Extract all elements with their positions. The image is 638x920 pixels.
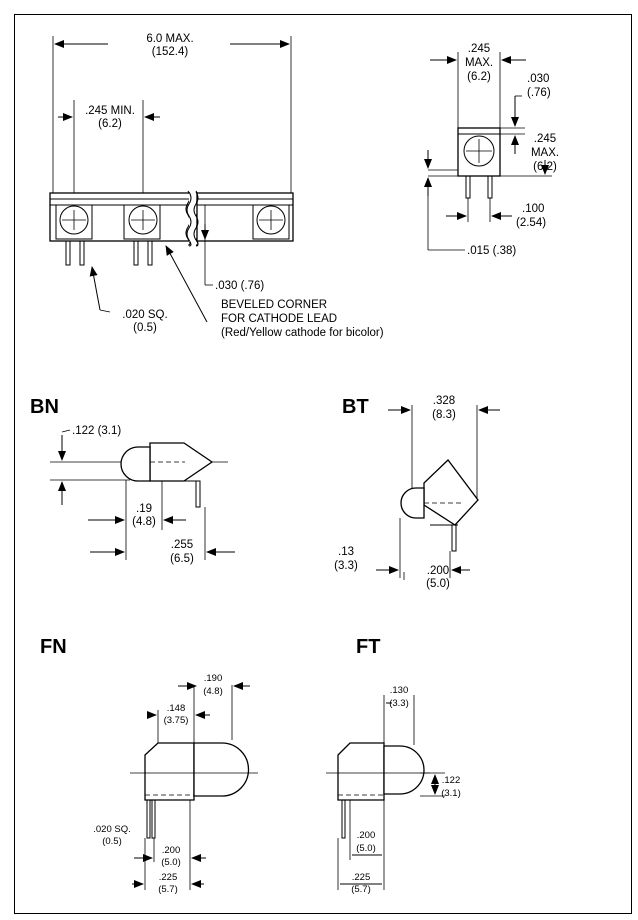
bt-dim3-mm-label: (5.0) <box>426 578 450 590</box>
fn-dim2-mm-label: (3.75) <box>164 715 189 726</box>
lead-size-label: .020 SQ. <box>122 309 167 321</box>
fn-dim3-mm-label: (5.0) <box>161 857 181 868</box>
bn-dim2-label: .255 <box>171 539 193 551</box>
ft-dim1-label: .130 <box>390 685 409 696</box>
height-max-label: MAX. <box>531 147 559 159</box>
ft-dim2-label: .122 <box>442 775 461 786</box>
bn-dim2-mm-label: (6.5) <box>170 553 194 565</box>
height-mm-label: (6.2) <box>533 161 557 173</box>
max-length-mm-label: (152.4) <box>152 46 189 58</box>
bt-label: BT <box>342 396 369 418</box>
width-label: .245 <box>468 43 490 55</box>
pitch-mm-label: (2.54) <box>516 217 546 229</box>
top-view: 6.0 MAX. (152.4) .245 MIN. (6.2) <box>49 33 384 339</box>
fn-dim4-mm-label: (5.7) <box>158 884 178 895</box>
bt-dim1-label: .328 <box>433 395 455 407</box>
fn-dim4-label: .225 <box>159 872 178 883</box>
width-max-label: MAX. <box>465 57 493 69</box>
fn-view: FN .190 (4.8) .148 (3.75) .020 SQ. (0.5)… <box>40 636 258 895</box>
led-unit-2 <box>123 204 161 240</box>
pitch-label: .100 <box>522 203 544 215</box>
note-line-1: BEVELED CORNER <box>221 299 327 311</box>
height-label: .245 <box>534 133 556 145</box>
ft-dim2-mm-label: (3.1) <box>441 788 461 799</box>
bt-view: BT .328 (8.3) .13 (3.3) .200 (5.0) <box>334 395 500 590</box>
fn-dim3-label: .200 <box>162 845 181 856</box>
ft-dim1-mm-label: (3.3) <box>389 698 409 709</box>
min-spacing-mm-label: (6.2) <box>98 118 122 130</box>
lead-gap-label: .015 (.38) <box>467 245 516 257</box>
fn-label: FN <box>40 636 67 658</box>
ft-view: FT .130 (3.3) .122 (3.1) .200 (5.0) .225… <box>326 636 461 895</box>
ft-dim4-label: .225 <box>352 872 371 883</box>
drawing-frame <box>14 14 632 914</box>
ft-dim3-label: .200 <box>357 830 376 841</box>
bt-dim2-label: .13 <box>338 546 354 558</box>
offset-label: .030 <box>527 73 549 85</box>
min-spacing-label: .245 MIN. <box>85 105 135 117</box>
ft-dim3-mm-label: (5.0) <box>356 843 376 854</box>
fn-dim2-label: .148 <box>167 703 186 714</box>
end-view: .245 MAX. (6.2) .030 (.76) .245 MAX. (6.… <box>424 43 559 257</box>
max-length-label: 6.0 MAX. <box>146 33 193 45</box>
fn-dim1-mm-label: (4.8) <box>203 686 223 697</box>
gap-label: .030 (.76) <box>215 280 264 292</box>
width-mm-label: (6.2) <box>467 71 491 83</box>
bt-dim3-label: .200 <box>427 565 449 577</box>
bn-dim1-mm-label: (4.8) <box>132 516 156 528</box>
fn-lead-label: .020 SQ. <box>93 824 131 835</box>
led-unit-1 <box>55 204 93 240</box>
fn-dim1-label: .190 <box>204 673 223 684</box>
ft-label: FT <box>356 636 380 658</box>
ft-dim4-mm-label: (5.7) <box>351 884 371 895</box>
led-unit-3 <box>252 204 290 240</box>
bt-dim1-mm-label: (8.3) <box>432 409 456 421</box>
fn-lead-mm-label: (0.5) <box>102 836 122 847</box>
bt-dim2-mm-label: (3.3) <box>334 560 358 572</box>
bn-view: BN .122 (3.1) .19 (4.8) .255 (6.5) <box>30 396 235 565</box>
offset-mm-label: (.76) <box>527 87 551 99</box>
bn-label: BN <box>30 396 59 418</box>
bn-dim1-label: .19 <box>136 503 152 515</box>
note-line-2: FOR CATHODE LEAD <box>221 313 337 325</box>
bn-dia-label: .122 (3.1) <box>72 425 121 437</box>
note-line-3: (Red/Yellow cathode for bicolor) <box>221 327 384 339</box>
lead-size-mm-label: (0.5) <box>133 322 157 334</box>
